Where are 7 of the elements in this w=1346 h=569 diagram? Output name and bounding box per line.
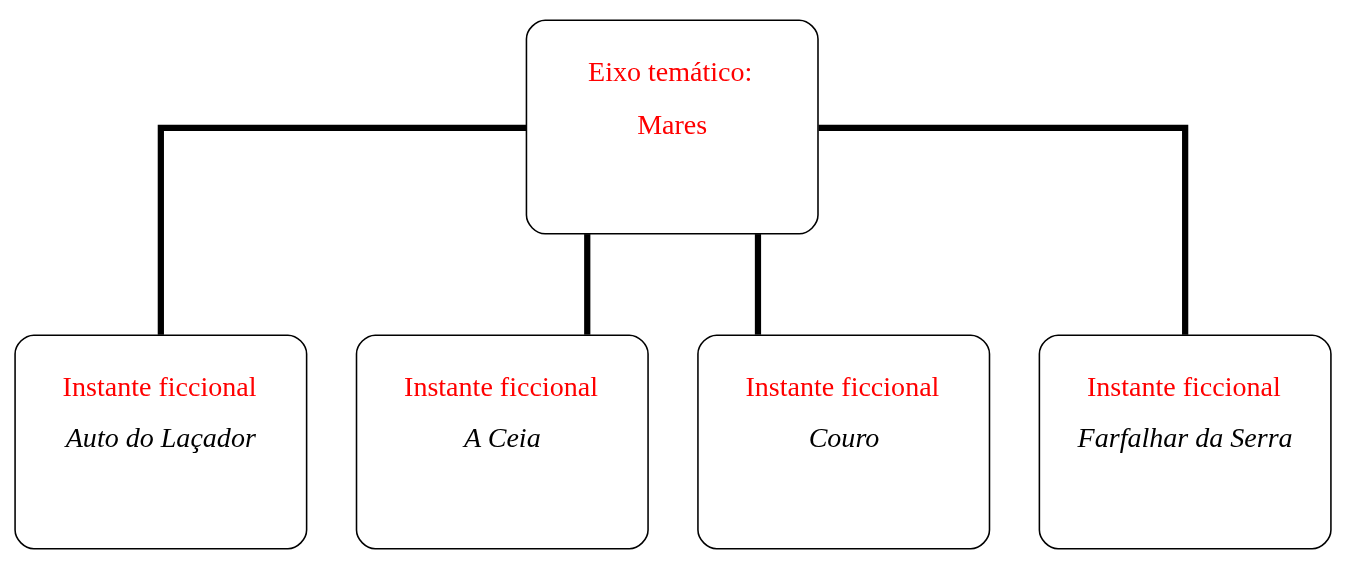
connector xyxy=(818,124,1189,335)
node-box: Instante ficcional Couro xyxy=(697,334,991,550)
node-box: Eixo temático: Mares xyxy=(525,19,819,235)
node-box: Instante ficcional A Ceia xyxy=(355,334,649,550)
connector xyxy=(157,124,527,335)
node-box: Instante ficcional Auto do Laçador xyxy=(14,334,308,550)
node-box: Instante ficcional Farfalhar da Serra xyxy=(1038,334,1332,550)
